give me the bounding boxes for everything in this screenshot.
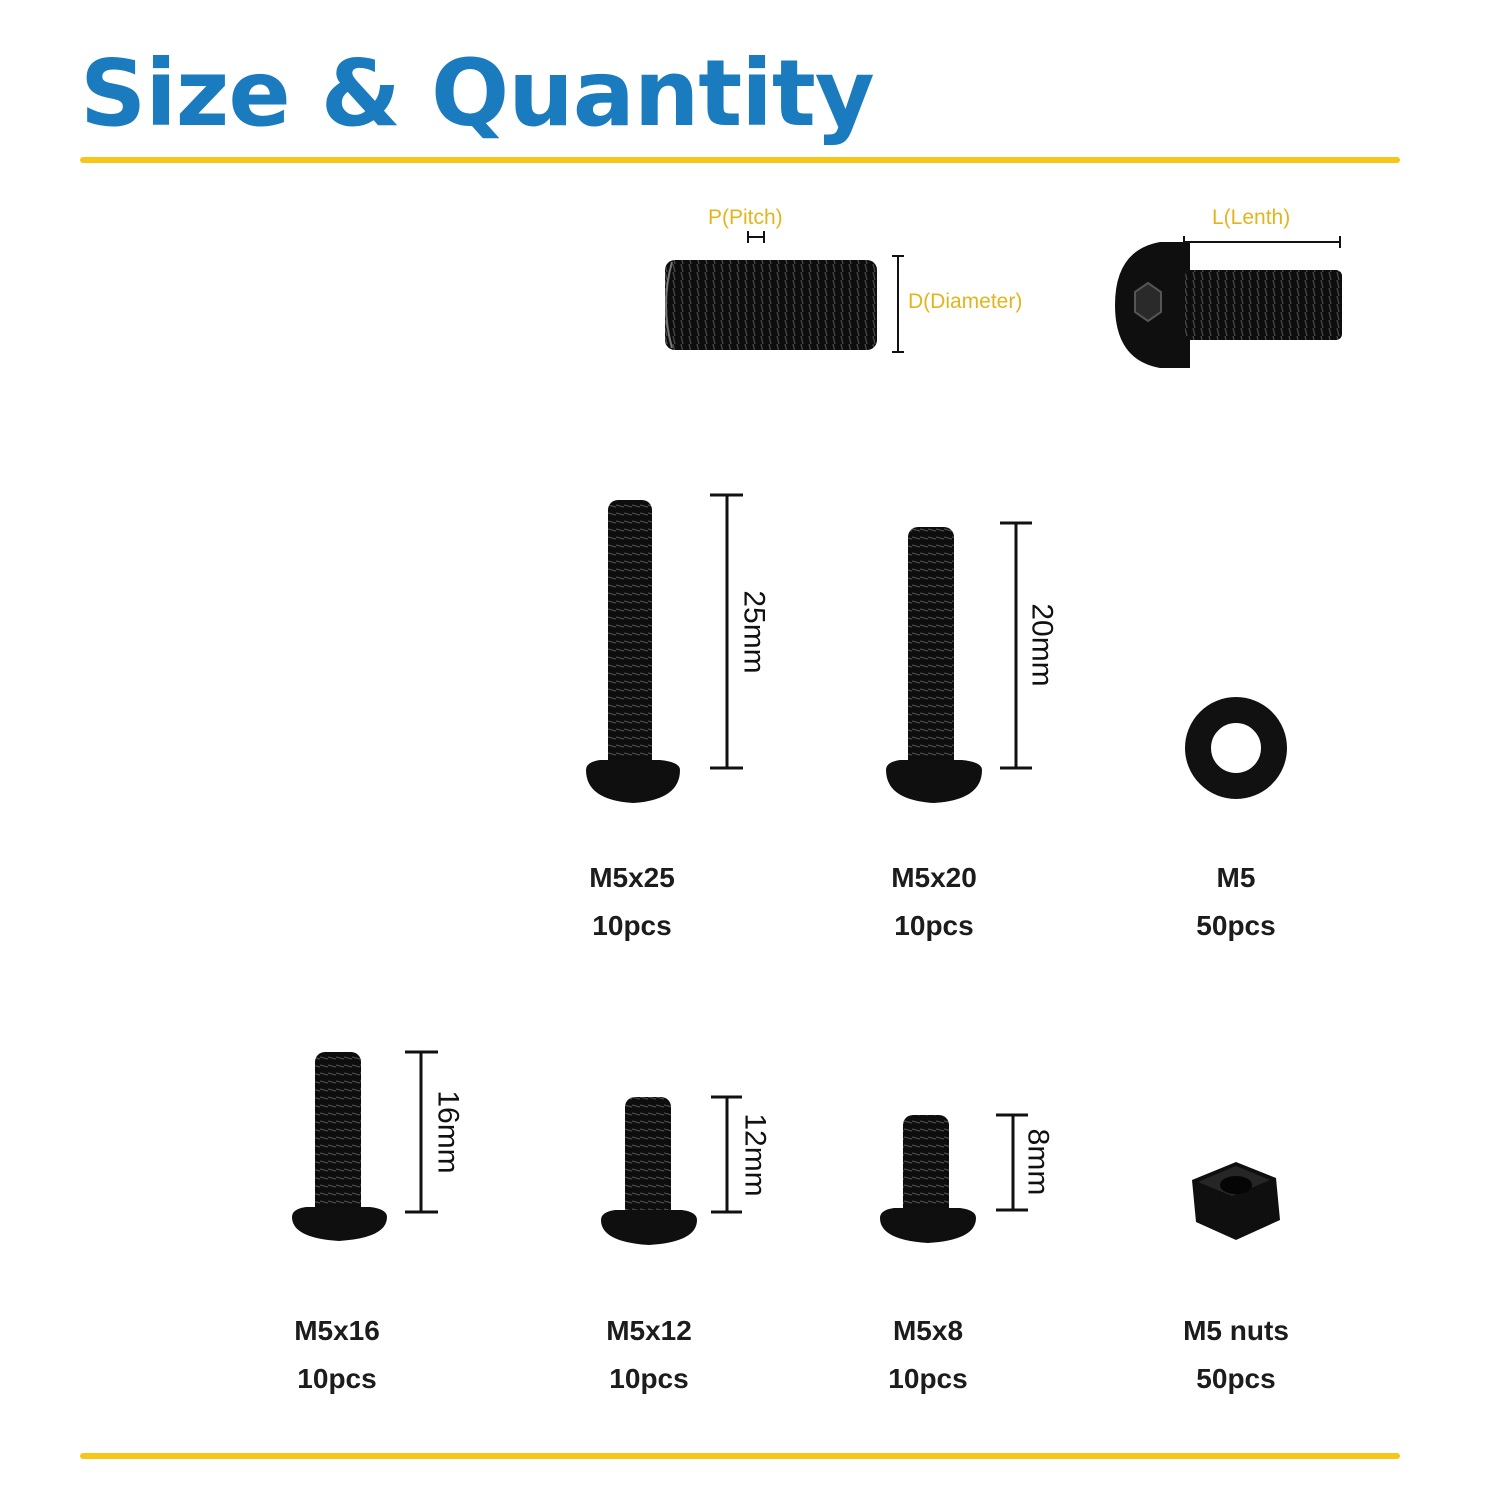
dimension-label-25mm: 25mm bbox=[737, 590, 771, 674]
item-size: M5x8 bbox=[892, 1315, 964, 1346]
item-quantity: 10pcs bbox=[888, 1363, 968, 1394]
screw-m5x16 bbox=[292, 1050, 438, 1241]
item-size: M5x25 bbox=[589, 862, 675, 893]
item-size: M5x16 bbox=[294, 1315, 380, 1346]
pitch-label: P(Pitch) bbox=[708, 206, 783, 229]
screw-m5x25 bbox=[586, 493, 743, 803]
item-quantity: 50pcs bbox=[1196, 910, 1276, 941]
item-m5x12: M5x12 10pcs bbox=[529, 1307, 769, 1403]
item-quantity: 50pcs bbox=[1196, 1363, 1276, 1394]
nut-m5 bbox=[1192, 1162, 1280, 1240]
item-size: M5x12 bbox=[606, 1315, 692, 1346]
diagram-set-screw bbox=[665, 231, 904, 353]
dimension-label-20mm: 20mm bbox=[1025, 603, 1059, 687]
screw-m5x8 bbox=[880, 1113, 1028, 1243]
diagram-button-screw bbox=[1115, 236, 1342, 368]
item-m5x8: M5x8 10pcs bbox=[808, 1307, 1048, 1403]
item-size: M5 bbox=[1216, 862, 1256, 893]
length-label: L(Lenth) bbox=[1212, 206, 1291, 229]
item-m5x16: M5x16 10pcs bbox=[217, 1307, 457, 1403]
item-quantity: 10pcs bbox=[894, 910, 974, 941]
item-size: M5 nuts bbox=[1183, 1315, 1289, 1346]
dimension-label-16mm: 16mm bbox=[431, 1090, 465, 1174]
item-m5x20: M5x20 10pcs bbox=[814, 854, 1054, 950]
top-divider bbox=[80, 157, 1400, 163]
item-quantity: 10pcs bbox=[592, 910, 672, 941]
dimension-label-12mm: 12mm bbox=[738, 1113, 772, 1197]
washer-m5 bbox=[1185, 697, 1287, 799]
screw-m5x20 bbox=[886, 521, 1032, 803]
diameter-label: D(Diameter) bbox=[908, 290, 1023, 313]
page-title: Size & Quantity bbox=[80, 40, 875, 147]
item-m5-nuts: M5 nuts 50pcs bbox=[1116, 1307, 1356, 1403]
item-m5-washer: M5 50pcs bbox=[1116, 854, 1356, 950]
item-size: M5x20 bbox=[891, 862, 977, 893]
item-quantity: 10pcs bbox=[609, 1363, 689, 1394]
item-m5x25: M5x25 10pcs bbox=[512, 854, 752, 950]
bottom-divider bbox=[80, 1453, 1400, 1459]
item-quantity: 10pcs bbox=[297, 1363, 377, 1394]
dimension-label-8mm: 8mm bbox=[1021, 1128, 1055, 1196]
screw-m5x12 bbox=[601, 1095, 742, 1245]
